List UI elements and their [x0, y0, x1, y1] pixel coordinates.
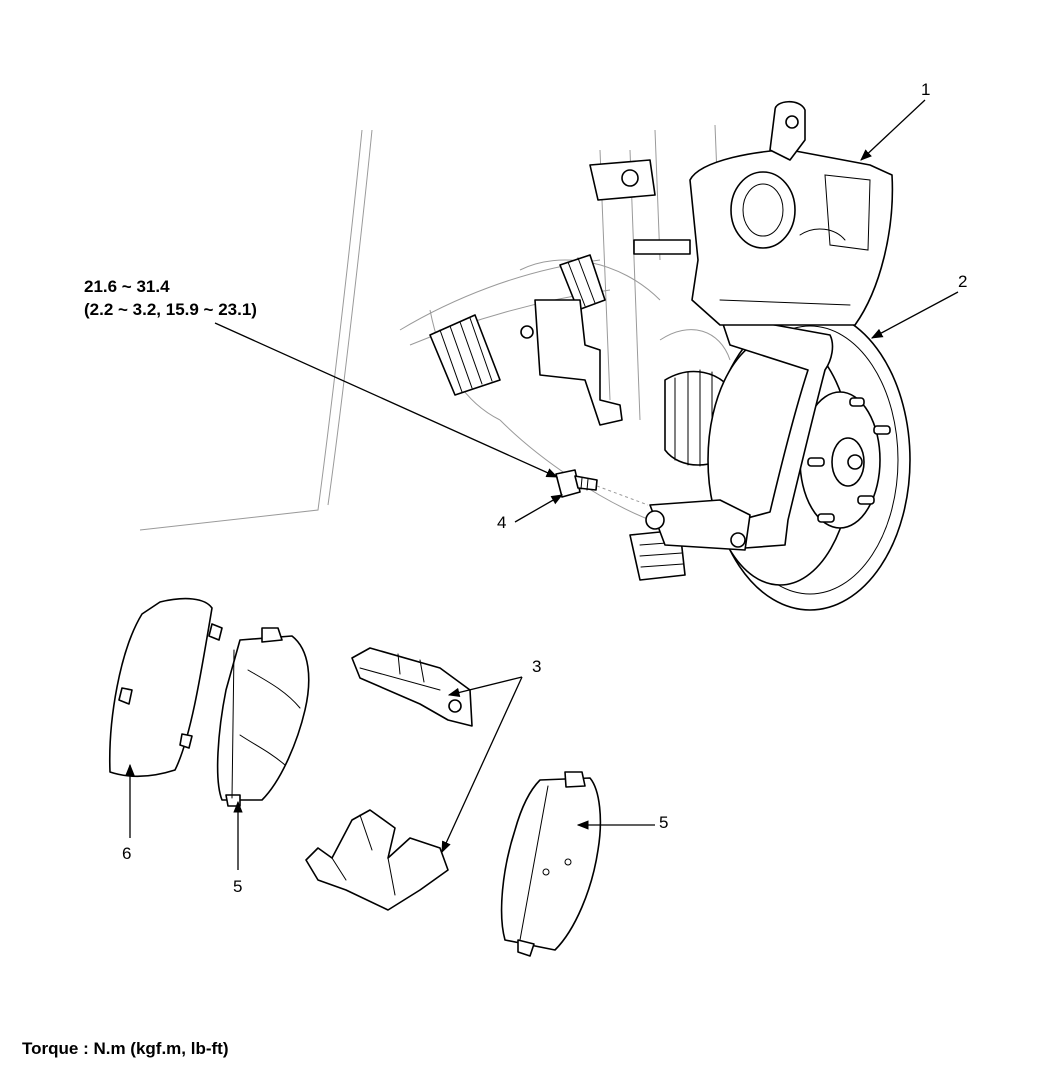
caliper-body	[689, 100, 894, 326]
wheel-studs	[807, 397, 891, 523]
pad-retainer-clips	[305, 647, 473, 911]
callout-5-left: 5	[233, 877, 243, 896]
leader-lines	[125, 99, 959, 870]
callout-4: 4	[497, 513, 507, 532]
anti-squeal-shim	[108, 597, 223, 778]
callout-1: 1	[921, 80, 931, 99]
callout-6: 6	[122, 844, 132, 863]
torque-value-nm: 21.6 ~ 31.4	[84, 277, 170, 296]
torque-value-alt-units: (2.2 ~ 3.2, 15.9 ~ 23.1)	[84, 300, 257, 319]
caliper-carrier	[645, 314, 834, 551]
brake-pad-inner	[216, 627, 310, 807]
callout-3: 3	[532, 657, 542, 676]
torque-unit-note: Torque : N.m (kgf.m, lb-ft)	[22, 1039, 229, 1058]
callout-2: 2	[958, 272, 968, 291]
guide-bolt	[555, 469, 649, 506]
brake-pad-outer	[500, 771, 602, 957]
callout-5-right: 5	[659, 813, 669, 832]
